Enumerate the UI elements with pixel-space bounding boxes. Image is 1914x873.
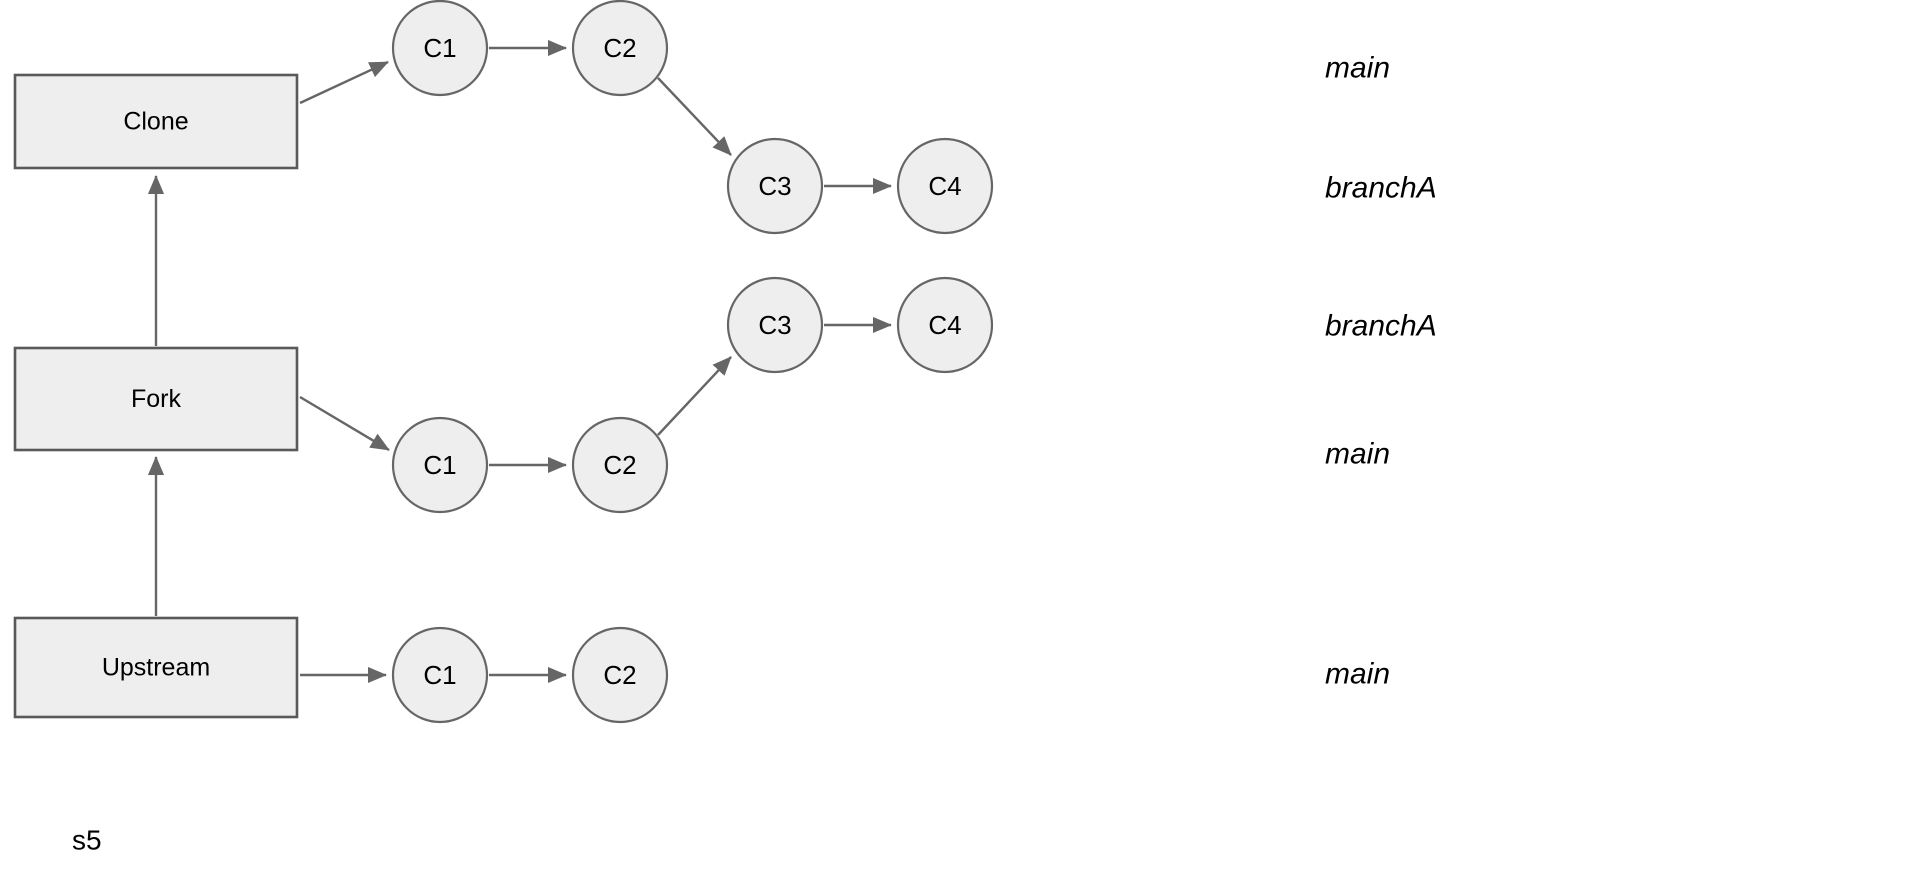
- commit-circle-clone-c2: [571, 0, 669, 97]
- commit-node-clone-c2[interactable]: C2: [571, 0, 669, 97]
- box-label-fork: Fork: [131, 385, 182, 413]
- commit-node-fork-c4[interactable]: C4: [896, 276, 994, 374]
- label-fork-brancha: branchA: [1325, 310, 1437, 343]
- commit-node-clone-c3[interactable]: C3: [726, 137, 824, 235]
- edges-layer: [147, 39, 892, 684]
- commit-circle-upstream-c2: [571, 626, 669, 724]
- commit-node-fork-c1[interactable]: C1: [391, 416, 489, 514]
- node-box-upstream[interactable]: Upstream: [13, 616, 299, 719]
- box-shape-clone: [13, 73, 299, 170]
- commit-circle-fork-c3: [726, 276, 824, 374]
- node-box-clone[interactable]: Clone: [13, 73, 299, 170]
- label-upstream-main: main: [1325, 658, 1390, 691]
- commit-label-upstream-c1: C1: [423, 660, 456, 690]
- commit-circle-clone-c3: [726, 137, 824, 235]
- edge-clone-c2-to-c3: [657, 77, 732, 156]
- commit-node-fork-c2[interactable]: C2: [571, 416, 669, 514]
- edge-fork-c2-to-c3: [657, 356, 732, 436]
- edge-fork-to-c1: [299, 395, 390, 452]
- commit-circle-clone-c1: [391, 0, 489, 97]
- diagram-caption: s5: [72, 825, 102, 856]
- commit-node-upstream-c1[interactable]: C1: [391, 626, 489, 724]
- commit-label-clone-c4: C4: [928, 171, 961, 201]
- commit-label-clone-c2: C2: [603, 33, 636, 63]
- commit-node-upstream-c2[interactable]: C2: [571, 626, 669, 724]
- commit-circle-upstream-c1: [391, 626, 489, 724]
- commit-node-clone-c1[interactable]: C1: [391, 0, 489, 97]
- commit-circle-clone-c4: [896, 137, 994, 235]
- box-label-clone: Clone: [123, 108, 188, 136]
- commit-label-clone-c3: C3: [758, 171, 791, 201]
- commit-circle-fork-c4: [896, 276, 994, 374]
- box-shape-fork: [13, 346, 299, 452]
- commit-label-upstream-c2: C2: [603, 660, 636, 690]
- commit-circle-fork-c2: [571, 416, 669, 514]
- commit-label-fork-c4: C4: [928, 310, 961, 340]
- commit-label-clone-c1: C1: [423, 33, 456, 63]
- edge-clone-to-c1: [299, 60, 389, 105]
- commit-node-fork-c3[interactable]: C3: [726, 276, 824, 374]
- commit-label-fork-c1: C1: [423, 450, 456, 480]
- label-fork-main: main: [1325, 438, 1390, 471]
- commit-circle-fork-c1: [391, 416, 489, 514]
- node-box-fork[interactable]: Fork: [13, 346, 299, 452]
- box-shape-upstream: [13, 616, 299, 719]
- commit-label-fork-c3: C3: [758, 310, 791, 340]
- branch-labels-layer: main branchA branchA main main: [1325, 52, 1437, 691]
- commit-node-clone-c4[interactable]: C4: [896, 137, 994, 235]
- label-clone-brancha: branchA: [1325, 172, 1437, 205]
- label-clone-main: main: [1325, 52, 1390, 85]
- box-label-upstream: Upstream: [102, 654, 210, 682]
- commit-label-fork-c2: C2: [603, 450, 636, 480]
